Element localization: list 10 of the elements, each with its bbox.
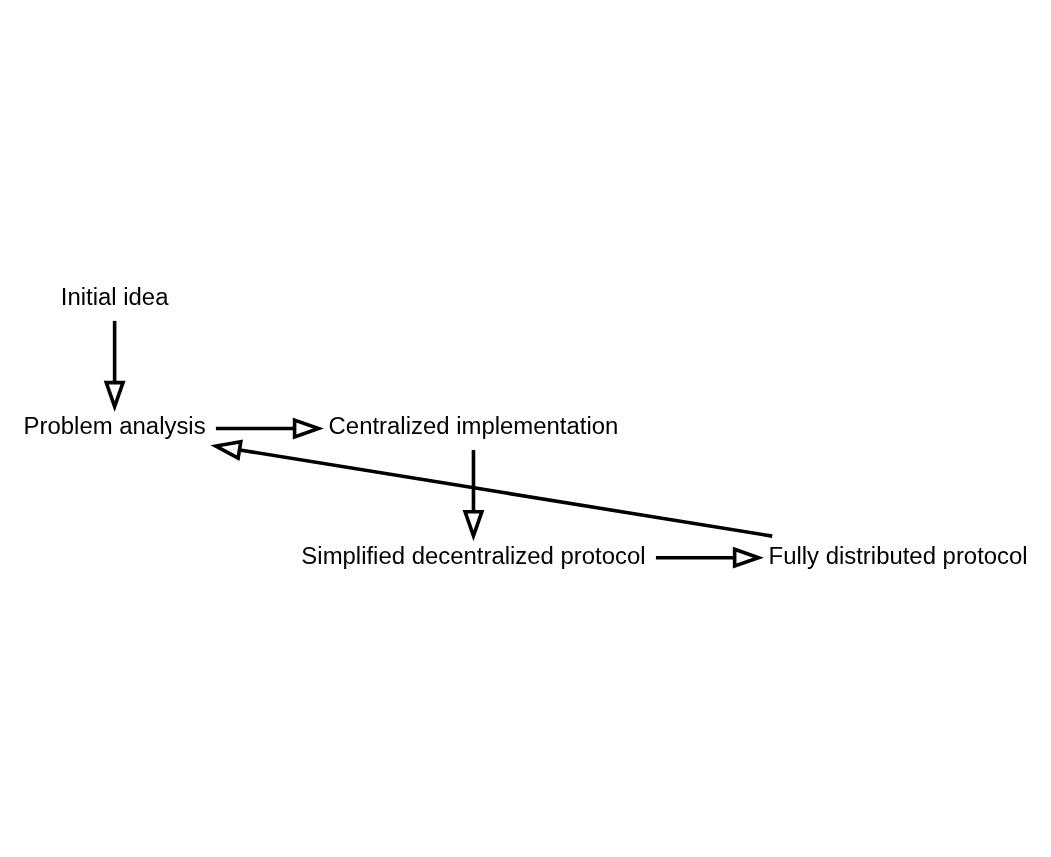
node-text: Initial idea	[60, 283, 169, 311]
arrow	[215, 417, 324, 440]
node-text: Simplified decentralized protocol	[301, 541, 646, 569]
node-text: Centralized implementation	[328, 412, 619, 440]
arrow	[103, 320, 126, 412]
arrow	[210, 439, 773, 538]
node-text: Problem analysis	[23, 412, 206, 440]
node-text: Fully distributed protocol	[768, 541, 1028, 569]
arrow	[462, 450, 485, 542]
arrow	[655, 546, 764, 569]
